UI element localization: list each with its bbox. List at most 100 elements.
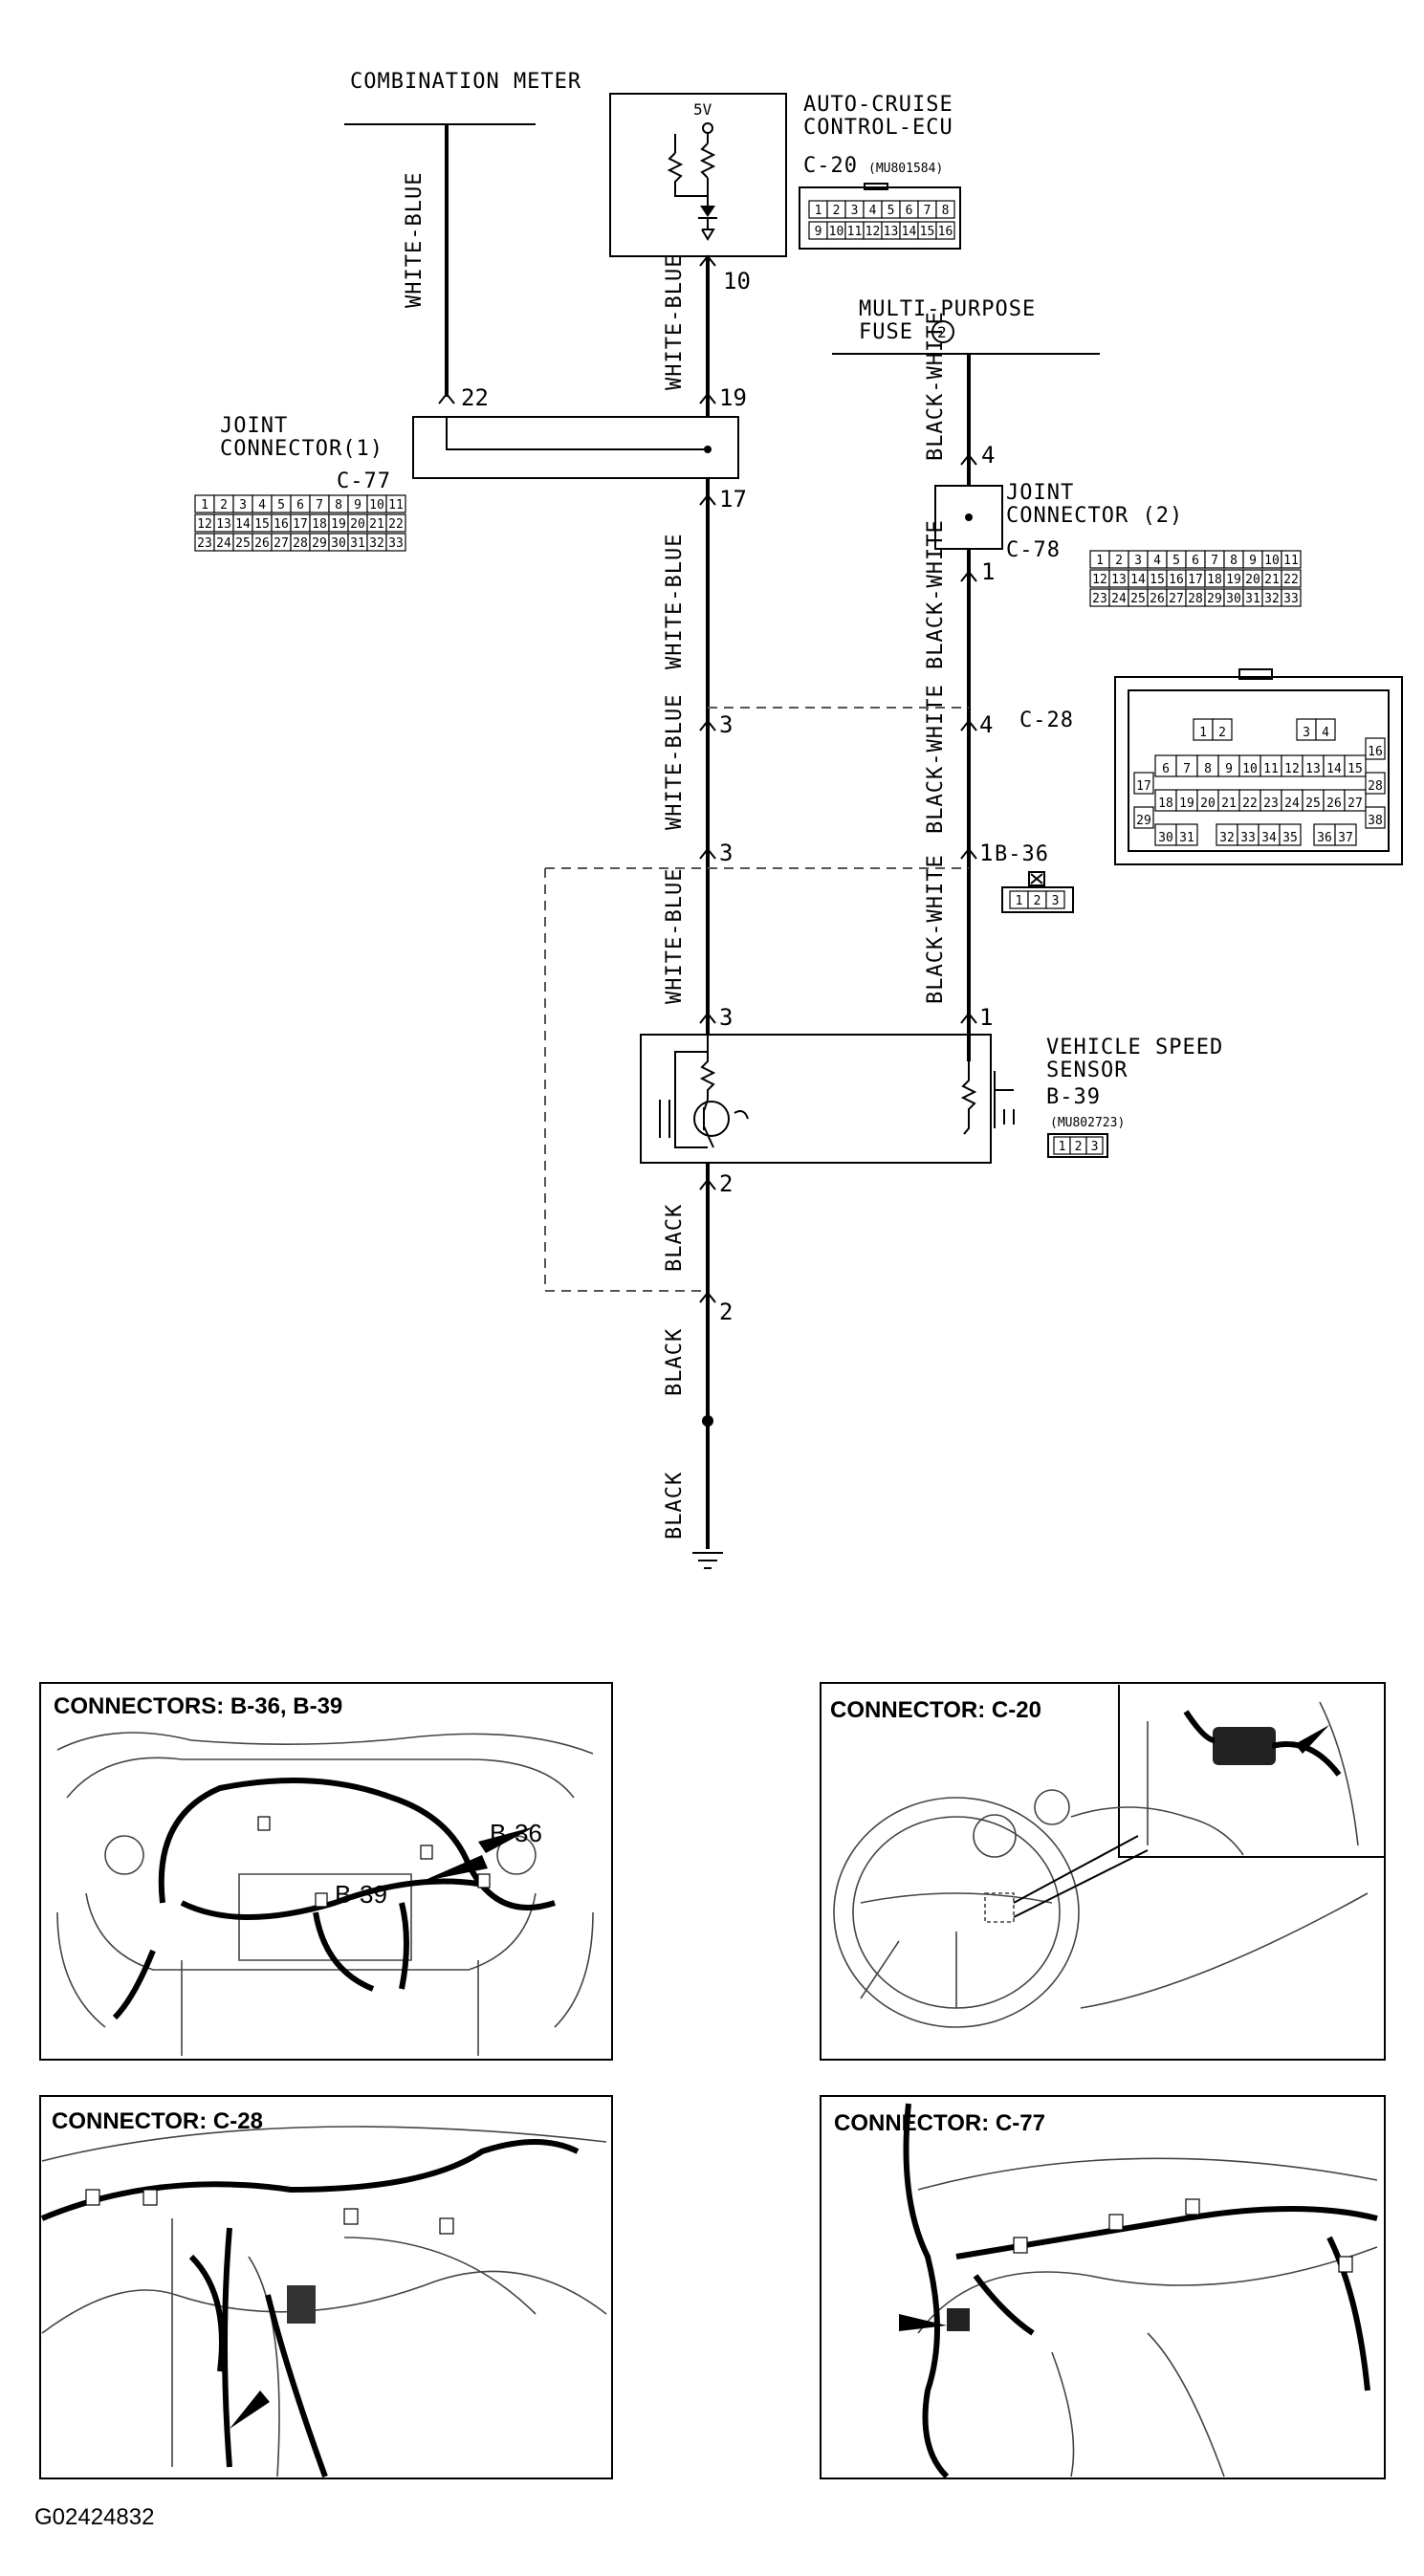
connector-pin-number: 1 xyxy=(1059,1140,1066,1154)
connector-pin-number: 22 xyxy=(1242,797,1258,811)
panel-c20: CONNECTOR: C-20 xyxy=(820,1682,1386,2061)
wire-ecu-to-joint1: 10 WHITE-BLUE 19 xyxy=(663,254,751,421)
connector-pin-number: 13 xyxy=(216,517,231,532)
connector-cell xyxy=(1281,588,1302,607)
connector-cell xyxy=(385,513,406,533)
pin-22: 22 xyxy=(461,384,489,411)
fuse-label-2: FUSE xyxy=(859,320,913,344)
ecu-label-2: CONTROL-ECU xyxy=(803,116,953,140)
connector-pin-number: 10 xyxy=(829,225,844,239)
wire-label-ecu: WHITE-BLUE xyxy=(663,254,687,390)
pin-4b: 4 xyxy=(979,711,993,738)
connector-pin-number: 1 xyxy=(1096,554,1104,568)
connector-pin-number: 12 xyxy=(865,225,881,239)
connector-pin-number: 2 xyxy=(1075,1140,1083,1154)
connector-pin-number: 9 xyxy=(1225,762,1233,776)
connector-cell xyxy=(1344,754,1367,777)
connector-pin-number: 8 xyxy=(942,204,950,218)
pin-17: 17 xyxy=(719,486,747,513)
panel-c77-title: CONNECTOR: C-77 xyxy=(834,2110,1045,2136)
connector-pin-number: 16 xyxy=(938,225,953,239)
connector-cell xyxy=(935,200,955,219)
wire-label-blk-2: BLACK xyxy=(663,1328,687,1396)
connector-pin-number: 30 xyxy=(1158,831,1173,845)
connector-pin-number: 3 xyxy=(239,498,247,513)
ecu-code: C-20 xyxy=(803,154,858,178)
connector-pin-number: 12 xyxy=(1284,762,1300,776)
joint2-label-1: JOINT xyxy=(1006,481,1074,505)
wire-meter-to-joint1: WHITE-BLUE 22 xyxy=(403,124,489,411)
pin-2a: 2 xyxy=(719,1170,733,1197)
panel-b36-b39: CONNECTORS: B-36, B-39 B-36 B-39 xyxy=(39,1682,613,2061)
connector-pin-number: 23 xyxy=(1092,592,1107,606)
connector-pin-number: 27 xyxy=(1347,797,1363,811)
connector-cell xyxy=(1133,806,1154,829)
callout-b36: B-36 xyxy=(490,1819,542,1847)
wire-label-blk-3: BLACK xyxy=(663,1472,687,1539)
connector-pin-number: 2 xyxy=(1218,726,1226,740)
connector-pin-number: 18 xyxy=(1207,573,1222,587)
connector-pin-number: 23 xyxy=(1263,797,1279,811)
connector-pin-number: 1 xyxy=(815,204,822,218)
connector-pin-number: 14 xyxy=(1130,573,1146,587)
connector-pin-number: 3 xyxy=(851,204,859,218)
connector-pin-number: 18 xyxy=(312,517,327,532)
connector-pin-number: 22 xyxy=(388,517,404,532)
pin-4a: 4 xyxy=(981,442,995,469)
connector-pin-number: 1 xyxy=(201,498,208,513)
connector-pin-number: 31 xyxy=(1179,831,1194,845)
connector-cell xyxy=(1175,823,1198,846)
connector-pin-number: 15 xyxy=(1150,573,1165,587)
connector-cell xyxy=(1365,737,1386,760)
connector-pin-number: 26 xyxy=(1150,592,1165,606)
connector-cell xyxy=(1334,823,1357,846)
ecu-voltage: 5V xyxy=(693,100,712,119)
joint1-label-1: JOINT xyxy=(220,414,288,438)
joint2-code: C-78 xyxy=(1006,538,1061,562)
pin-10: 10 xyxy=(723,268,751,295)
connector-pin-number: 25 xyxy=(235,536,251,551)
connector-pin-number: 30 xyxy=(1226,592,1241,606)
joint1-code: C-77 xyxy=(337,469,391,493)
connector-pin-number: 30 xyxy=(331,536,346,551)
pin-3b: 3 xyxy=(719,840,733,866)
vss-label-2: SENSOR xyxy=(1046,1059,1128,1082)
pin-3a: 3 xyxy=(719,711,733,738)
panel-c28: CONNECTOR: C-28 xyxy=(39,2095,613,2479)
vehicle-speed-sensor: VEHICLE SPEED SENSOR B-39 (MU802723) xyxy=(640,1034,1222,1164)
connector-pin-number: 38 xyxy=(1368,814,1383,828)
panel-c20-title: CONNECTOR: C-20 xyxy=(830,1697,1041,1723)
wire-label-bw-2: BLACK-WHITE xyxy=(924,519,948,669)
connector-pin-number: 4 xyxy=(1322,726,1329,740)
connector-pin-number: 32 xyxy=(1219,831,1235,845)
connector-pin-number: 5 xyxy=(1172,554,1180,568)
connector-pin-number: 7 xyxy=(1211,554,1218,568)
fuse-label-1: MULTI-PURPOSE xyxy=(859,297,1036,321)
connector-pin-number: 15 xyxy=(920,225,935,239)
connector-cell xyxy=(1365,772,1386,795)
c28-code: C-28 xyxy=(1019,709,1074,732)
connector-pin-number: 5 xyxy=(887,204,895,218)
connector-pin-number: 8 xyxy=(1204,762,1212,776)
connector-pin-number: 16 xyxy=(274,517,289,532)
connector-pin-number: 8 xyxy=(1230,554,1238,568)
connector-pin-number: 2 xyxy=(833,204,841,218)
b36-code: B-36 xyxy=(995,842,1049,866)
vss-part: (MU802723) xyxy=(1050,1116,1125,1130)
pin-19: 19 xyxy=(719,384,747,411)
connector-cell xyxy=(385,533,406,552)
connector-pin-number: 5 xyxy=(277,498,285,513)
connector-pin-number: 7 xyxy=(924,204,931,218)
wire-black-white: BLACK-WHITE 4 JOINT CONNECTOR (2) C-78 1… xyxy=(924,311,1182,1061)
panel-b36-b39-title: CONNECTORS: B-36, B-39 xyxy=(54,1693,342,1719)
panel-c77: CONNECTOR: C-77 xyxy=(820,2095,1386,2479)
connector-pin-number: 11 xyxy=(1283,554,1299,568)
connector-pin-number: 11 xyxy=(1263,762,1279,776)
combination-meter-label: COMBINATION METER xyxy=(350,70,581,94)
connector-pin-number: 15 xyxy=(254,517,270,532)
connector-cell xyxy=(1045,890,1065,909)
